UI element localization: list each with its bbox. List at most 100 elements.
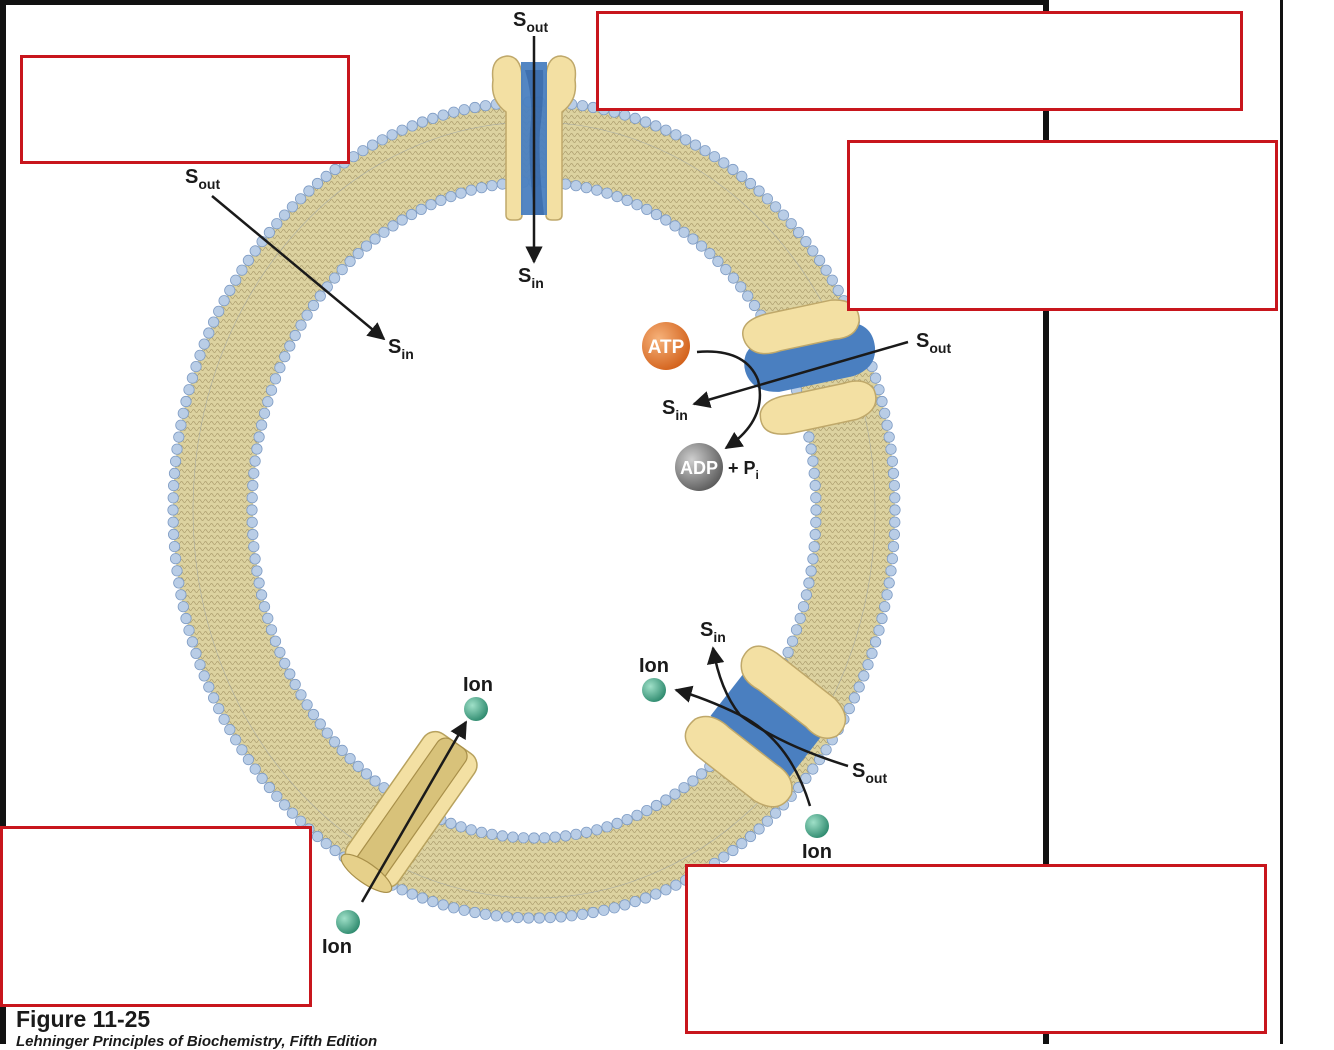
lipid-head-group	[883, 577, 895, 589]
lipid-head-group	[889, 504, 901, 516]
lipid-head-group	[279, 657, 291, 669]
lipid-head-group	[533, 912, 546, 924]
lipid-head-group	[352, 248, 364, 260]
lipid-head-group	[639, 116, 652, 128]
lipid-head-group	[208, 692, 220, 704]
lipid-head-group	[496, 830, 508, 842]
lipid-head-group	[660, 884, 672, 896]
lipid-head-group	[727, 844, 739, 857]
lipid-head-group	[458, 904, 470, 916]
cotransporter-protein	[684, 645, 847, 808]
lipid-head-group	[303, 185, 315, 197]
lipid-head-group	[406, 888, 418, 900]
lipid-head-group	[242, 254, 254, 266]
lipid-head-group	[218, 295, 230, 307]
lipid-head-group	[469, 906, 481, 919]
lipid-head-group	[255, 589, 268, 601]
lipid-head-group	[601, 187, 613, 199]
lipid-head-group	[650, 120, 662, 132]
answer-box-top-left	[20, 55, 350, 164]
lipid-head-group	[224, 284, 236, 296]
lipid-head-group	[782, 646, 794, 658]
lipid-head-group	[660, 794, 672, 806]
lipid-head-group	[886, 553, 899, 565]
lipid-head-group	[289, 678, 301, 691]
lipid-head-group	[785, 218, 797, 230]
lipid-head-group	[170, 553, 182, 565]
lipid-head-group	[601, 821, 613, 833]
lipid-head-group	[528, 832, 540, 844]
lipid-head-group	[678, 782, 690, 794]
lipid-head-group	[437, 109, 449, 121]
lipid-head-group	[269, 635, 282, 647]
lipid-head-group	[869, 372, 882, 384]
frame-left-line	[0, 0, 6, 1044]
s-out-label-top: Sout	[513, 9, 548, 35]
lipid-head-group	[786, 635, 799, 647]
lipid-head-group	[328, 736, 341, 748]
lipid-head-group	[641, 804, 653, 817]
lipid-head-group	[357, 145, 369, 157]
lipid-head-group	[168, 528, 180, 541]
lipid-head-group	[213, 703, 225, 715]
lipid-head-group	[486, 828, 498, 840]
lipid-head-group	[876, 612, 888, 625]
lipid-head-group	[168, 467, 181, 479]
ion-label-inside-right: Ion	[639, 655, 669, 677]
lipid-head-group	[455, 821, 467, 833]
lipid-head-group	[360, 240, 373, 252]
lipid-head-group	[611, 191, 623, 203]
lipid-head-group	[761, 815, 774, 827]
lipid-head-group	[236, 264, 248, 276]
lipid-head-group	[769, 201, 782, 213]
lipid-head-group	[336, 744, 348, 757]
lipid-head-group	[559, 830, 572, 842]
lipid-head-group	[376, 134, 388, 146]
lipid-head-group	[881, 589, 893, 601]
lipid-head-group	[301, 309, 313, 321]
lipid-head-group	[479, 908, 492, 920]
lipid-head-group	[255, 419, 268, 431]
lipid-head-group	[295, 689, 307, 701]
lipid-head-group	[180, 395, 192, 408]
lipid-head-group	[576, 100, 589, 112]
lipid-head-group	[669, 788, 681, 800]
lipid-head-group	[580, 826, 593, 838]
lipid-head-group	[194, 659, 206, 671]
lipid-head-group	[311, 830, 324, 843]
lipid-head-group	[718, 157, 730, 169]
s-in-label-symport: Sin	[700, 619, 726, 645]
lipid-head-group	[242, 753, 254, 766]
lipid-head-group	[208, 316, 220, 328]
lipid-head-group	[879, 601, 891, 613]
lipid-head-group	[736, 837, 748, 850]
lipid-head-group	[475, 182, 488, 194]
lipid-head-group	[869, 636, 882, 648]
symport-ion-arrow-icon	[674, 685, 812, 807]
lipid-head-group	[805, 565, 817, 577]
lipid-head-group	[249, 553, 261, 565]
lipid-head-group	[203, 327, 215, 339]
lipid-head-group	[307, 708, 320, 721]
lipid-head-group	[631, 199, 643, 211]
lipid-head-group	[262, 612, 274, 624]
lipid-head-group	[621, 194, 633, 206]
lipid-head-group	[889, 516, 901, 528]
lipid-head-group	[247, 479, 259, 492]
lipid-head-group	[344, 255, 356, 267]
lipid-head-group	[507, 831, 519, 843]
lipid-head-group	[736, 170, 748, 182]
lipid-head-group	[183, 624, 195, 636]
lipid-head-group	[803, 431, 815, 443]
lipid-head-group	[258, 601, 271, 613]
lipid-head-group	[888, 528, 901, 541]
lipid-head-group	[660, 124, 672, 136]
atp-hydrolysis-arrow-icon	[696, 350, 762, 450]
lipid-head-group	[167, 492, 179, 504]
lipid-head-group	[555, 911, 567, 923]
lipid-head-group	[809, 479, 821, 492]
lipid-head-group	[570, 828, 582, 840]
lipid-head-group	[680, 134, 692, 146]
lipid-head-group	[611, 817, 623, 830]
